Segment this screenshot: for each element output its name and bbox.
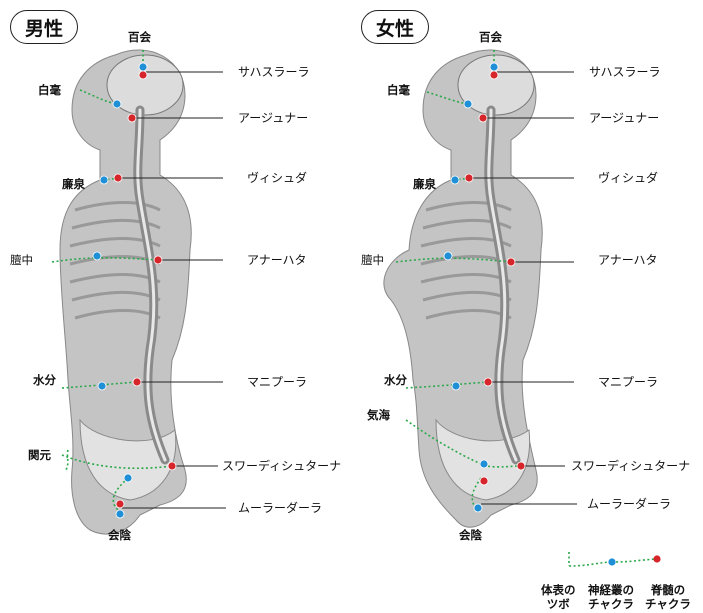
spine-dot-brow [128, 114, 136, 122]
chakra-label-svadhisthana: スワーディシュターナ [571, 459, 690, 473]
legend-spine-chakra: 脊髄の チャクラ [645, 583, 691, 611]
chakra-label-sahasrara: サハスラーラ [589, 65, 661, 79]
nerve-dot-root [474, 504, 482, 512]
chakra-label-muladhara: ムーラーダーラ [238, 501, 322, 515]
female-panel: 女性 百会 白毫 廉泉 膻中 水分 気海 会陰 サハスラーラ アージュナー ヴィ… [351, 0, 703, 613]
nerve-dot-sacral [480, 460, 488, 468]
legend-spine-line1: 脊髄の [645, 583, 691, 597]
point-label-ein: 会陰 [459, 528, 482, 542]
spine-dot-sacral [517, 462, 525, 470]
chakra-label-ajna: アージュナー [238, 111, 308, 125]
chakra-label-anahata: アナーハタ [247, 253, 307, 267]
nerve-dot-sacral [124, 474, 132, 482]
chakra-label-sahasrara: サハスラーラ [238, 65, 310, 79]
point-label-baihui: 百会 [479, 30, 502, 44]
nerve-dot-root [116, 510, 124, 518]
chakra-label-svadhisthana: スワーディシュターナ [222, 459, 341, 473]
nerve-dot-brow [113, 100, 121, 108]
nerve-dot-crown [490, 63, 498, 71]
point-label-danchu: 膻中 [361, 253, 384, 267]
legend-nerve-line1: 神経叢の [588, 583, 634, 597]
spine-dot-throat [465, 174, 473, 182]
point-label-rensen: 廉泉 [62, 177, 85, 191]
nerve-dot-throat [100, 176, 108, 184]
point-label-rensen: 廉泉 [413, 177, 436, 191]
spine-dot-heart [507, 258, 515, 266]
spine-dot-root [480, 477, 488, 485]
gender-badge: 男性 [10, 10, 78, 44]
spine-dot-throat [114, 174, 122, 182]
nerve-dot-heart [93, 252, 101, 260]
point-label-danchu: 膻中 [10, 253, 33, 267]
point-label-baihui: 百会 [128, 30, 151, 44]
nerve-dot-brow [464, 100, 472, 108]
legend-surface-point: 体表の ツボ [541, 583, 576, 611]
nerve-dot-heart [444, 252, 452, 260]
legend-nerve-line2: チャクラ [588, 597, 634, 611]
spine-dot-solar [484, 378, 492, 386]
nerve-dot-crown [139, 63, 147, 71]
chakra-label-vishuddha: ヴィシュダ [598, 171, 658, 185]
spine-dot-solar [133, 378, 141, 386]
point-label-byakugo: 白毫 [387, 83, 410, 97]
chakra-label-anahata: アナーハタ [598, 253, 658, 267]
nerve-dot-solar [452, 382, 460, 390]
spine-dot-heart [154, 256, 162, 264]
nerve-dot-throat [451, 176, 459, 184]
legend-spine-line2: チャクラ [645, 597, 691, 611]
spine-dot-crown [490, 71, 498, 79]
nerve-dot-solar [98, 382, 106, 390]
legend-surface-line1: 体表の [541, 583, 576, 597]
chakra-label-manipura: マニプーラ [598, 375, 658, 389]
spine-dot-brow [479, 114, 487, 122]
chakra-label-muladhara: ムーラーダーラ [587, 497, 671, 511]
point-label-suibun: 水分 [33, 373, 56, 387]
spine-dot-crown [139, 71, 147, 79]
male-panel: 男性 百会 白毫 廉泉 膻中 水分 関元 会陰 サハスラーラ アージュナー ヴィ… [0, 0, 352, 613]
point-label-kangen: 関元 [28, 448, 51, 462]
chakra-label-ajna: アージュナー [589, 111, 659, 125]
legend-nerve-chakra: 神経叢の チャクラ [588, 583, 634, 611]
chakra-label-manipura: マニプーラ [247, 375, 307, 389]
legend-surface-line2: ツボ [541, 597, 576, 611]
spine-dot-root [116, 500, 124, 508]
spine-dot-sacral [168, 462, 176, 470]
gender-badge: 女性 [361, 10, 429, 44]
chakra-label-vishuddha: ヴィシュダ [247, 171, 307, 185]
point-label-byakugo: 白毫 [38, 83, 61, 97]
point-label-kikai: 気海 [367, 408, 390, 422]
point-label-suibun: 水分 [384, 373, 407, 387]
point-label-ein: 会陰 [108, 528, 131, 542]
